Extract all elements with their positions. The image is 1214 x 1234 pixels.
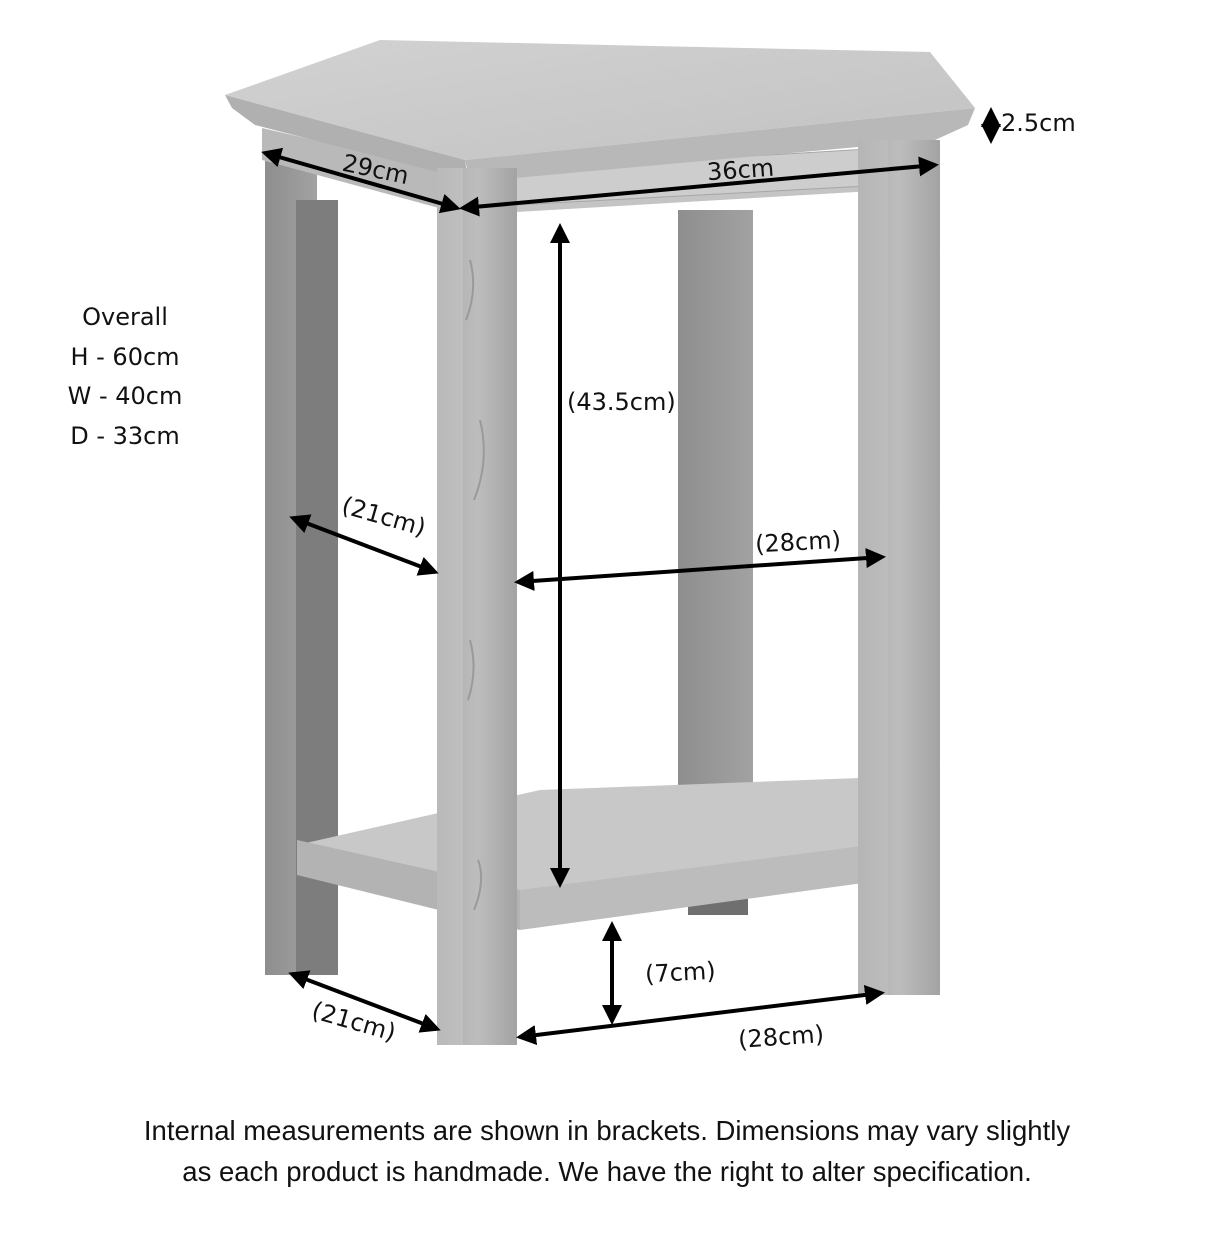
- front-right-leg: [858, 140, 940, 995]
- label-top-width: 36cm: [706, 154, 775, 187]
- label-upper-internal-width: (28cm): [754, 526, 841, 558]
- overall-dimensions: Overall H - 60cm W - 40cm D - 33cm: [40, 298, 210, 456]
- disclaimer-line-2: as each product is handmade. We have the…: [182, 1156, 1032, 1187]
- disclaimer-note: Internal measurements are shown in brack…: [60, 1110, 1154, 1192]
- front-left-leg: [437, 168, 517, 1045]
- dimension-arrows: [261, 107, 1001, 1045]
- arrow-lower-internal-depth: [288, 970, 441, 1033]
- label-lower-internal-depth: (21cm): [309, 996, 399, 1047]
- disclaimer-line-1: Internal measurements are shown in brack…: [143, 1115, 1071, 1146]
- overall-depth: D - 33cm: [70, 421, 180, 450]
- arrow-lower-internal-width: [516, 985, 885, 1045]
- arrow-top-width: [459, 156, 939, 217]
- overall-height: H - 60cm: [70, 342, 180, 371]
- label-upper-internal-depth: (21cm): [339, 491, 429, 542]
- lower-shelf: [297, 778, 905, 930]
- overall-width: W - 40cm: [67, 382, 183, 410]
- overall-title: Overall: [82, 303, 168, 331]
- arrow-top-depth: [261, 147, 461, 214]
- label-top-thickness: 2.5cm: [1001, 109, 1076, 137]
- arrow-upper-internal-depth: [289, 514, 439, 576]
- label-internal-height: (43.5cm): [567, 388, 676, 416]
- label-lower-internal-width: (28cm): [737, 1020, 825, 1054]
- label-shelf-clearance: (7cm): [644, 957, 716, 989]
- arrow-upper-internal-width: [514, 548, 886, 591]
